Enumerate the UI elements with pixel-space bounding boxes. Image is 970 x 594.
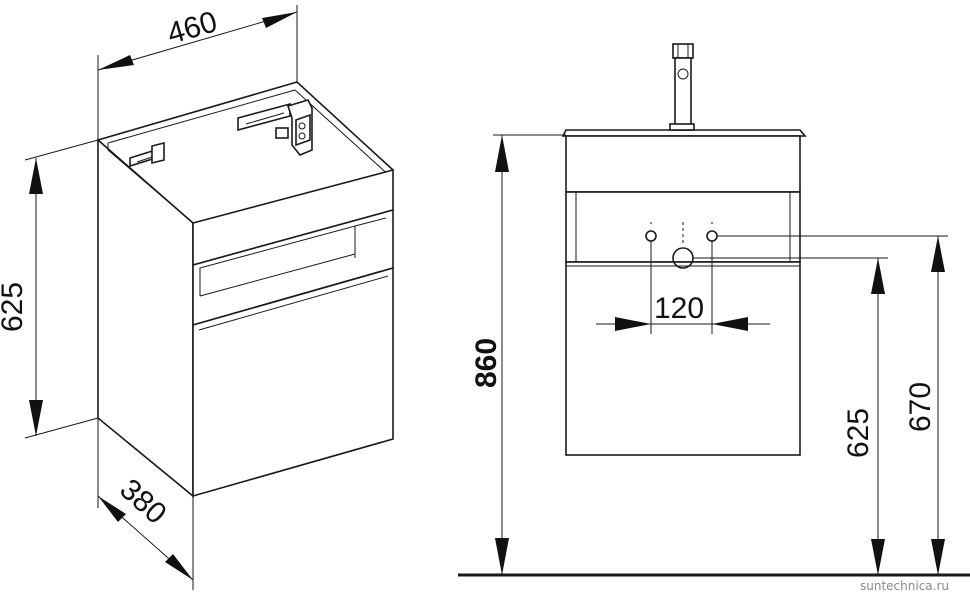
- cabinet-side-panel: [97, 138, 194, 498]
- depth-label: 380: [113, 473, 172, 531]
- height-label-iso: 625: [0, 282, 29, 332]
- front-view: [458, 43, 970, 577]
- mounting-bracket-right: [237, 99, 313, 156]
- faucet: [669, 43, 695, 131]
- tap-spacing-label: 120: [654, 292, 704, 325]
- front-open-shelf: [565, 191, 801, 263]
- cabinet-drawer-front: [192, 266, 394, 498]
- total-height-label: 860: [470, 338, 503, 388]
- width-label: 460: [164, 5, 221, 51]
- isometric-cabinet: [97, 81, 394, 498]
- dimension-overflow-height: 670: [717, 235, 948, 575]
- dimension-hole-height: 625: [693, 257, 888, 575]
- dimension-tap-spacing: 120: [596, 241, 770, 334]
- front-drawer: [565, 261, 801, 456]
- basin-top: [561, 129, 807, 137]
- front-top-rail: [565, 135, 801, 193]
- watermark: suntechnica.ru: [860, 579, 949, 593]
- mounting-bracket-left: [129, 141, 165, 168]
- dimension-height-iso: 625: [0, 139, 99, 439]
- dimension-total-height: 860: [470, 134, 566, 575]
- hole-height-label: 625: [842, 408, 875, 458]
- overflow-height-label: 670: [904, 382, 937, 432]
